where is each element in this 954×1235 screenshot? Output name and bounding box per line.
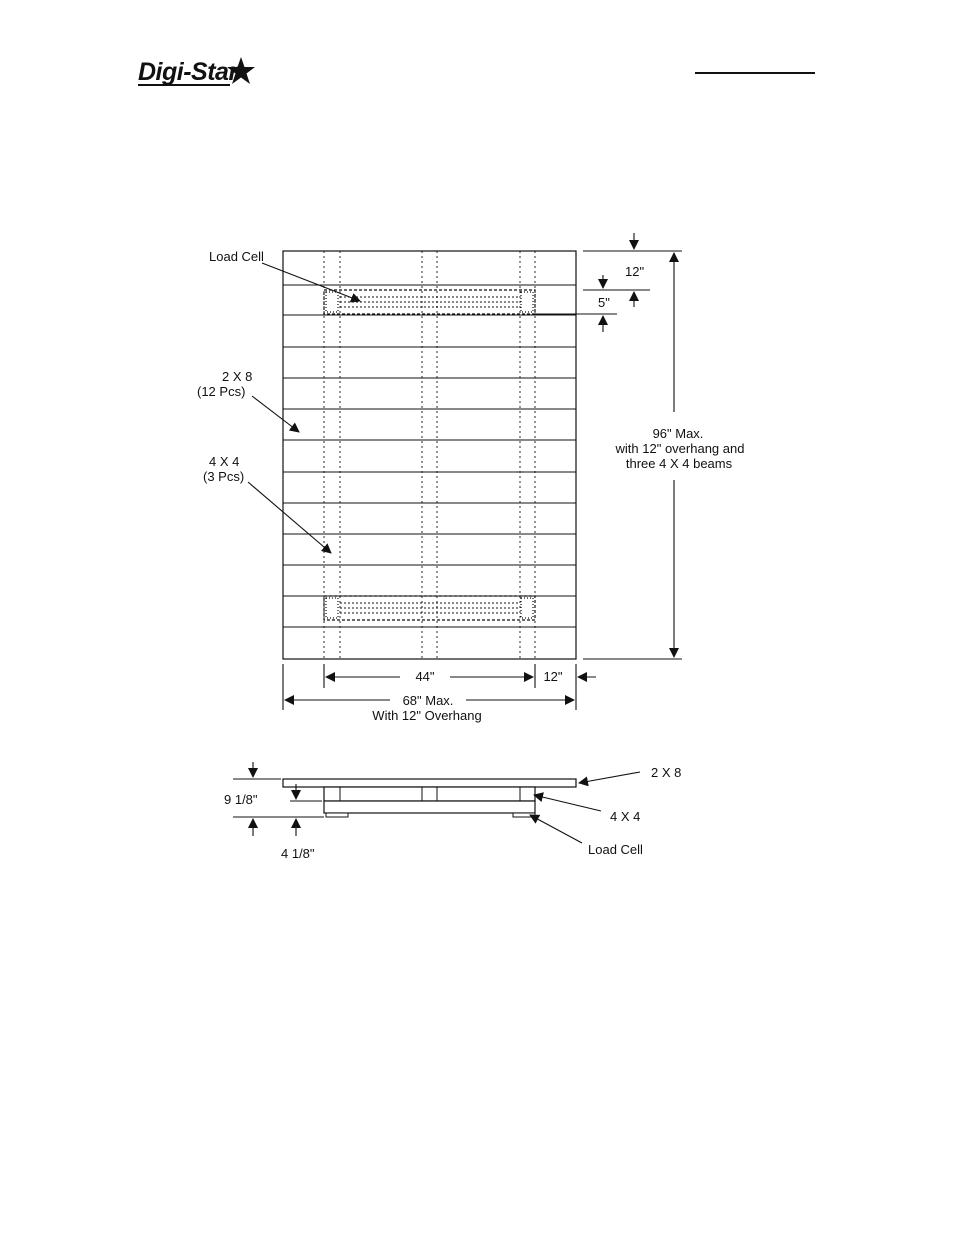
dim-side-overhang-text: 12" xyxy=(543,669,562,684)
side-beam xyxy=(323,786,536,802)
side-boards-leader xyxy=(578,771,641,787)
dim-width-line1: 68" Max. xyxy=(403,693,454,708)
load-cell-bar-bottom xyxy=(323,595,536,621)
dim-cell-height-text: 4 1/8" xyxy=(281,846,315,861)
logo-text: Digi-Star xyxy=(138,58,238,86)
dim-cell-offset-text: 5" xyxy=(598,295,610,310)
boards-label-line2: (12 Pcs) xyxy=(197,384,245,399)
dim-cell-offset xyxy=(535,275,617,332)
side-load-cell-left xyxy=(325,812,349,818)
side-load-cell-leader xyxy=(529,814,583,844)
dim-top-overhang-text: 12" xyxy=(625,264,644,279)
hidden-beams xyxy=(323,251,536,659)
beams-leader xyxy=(247,481,332,554)
side-base-rail xyxy=(323,800,536,814)
dim-side-heights xyxy=(233,762,324,836)
dim-width-line2: With 12" Overhang xyxy=(372,708,481,723)
dim-length-line1: 96" Max. xyxy=(653,426,704,441)
side-view: 2 X 8 4 X 4 Load Cell 9 1/8" 4 1/8" xyxy=(224,762,681,861)
side-boards-label: 2 X 8 xyxy=(651,765,681,780)
load-cell-label: Load Cell xyxy=(209,249,264,264)
dim-length xyxy=(583,252,682,660)
dim-total-height-text: 9 1/8" xyxy=(224,792,258,807)
side-beams-label: 4 X 4 xyxy=(610,809,640,824)
side-deck-board xyxy=(282,778,577,788)
logo-underline xyxy=(138,84,230,86)
star-icon xyxy=(227,57,255,84)
side-load-cell-label: Load Cell xyxy=(588,842,643,857)
boards-label-line1: 2 X 8 xyxy=(222,369,252,384)
dim-beam-span-text: 44" xyxy=(415,669,434,684)
dim-length-line2: with 12" overhang and xyxy=(615,441,745,456)
side-beams-leader xyxy=(533,792,602,812)
dim-top-overhang xyxy=(583,233,682,307)
boards-leader xyxy=(251,395,300,433)
beams-label-line2: (3 Pcs) xyxy=(203,469,244,484)
load-cell-bar-top xyxy=(323,289,536,315)
deck-outline xyxy=(282,250,577,660)
top-view: Load Cell 2 X 8 (12 Pcs) 4 X 4 (3 Pcs) 1… xyxy=(197,233,744,723)
header-rule xyxy=(695,72,815,74)
digi-star-logo: Digi-Star xyxy=(138,58,238,86)
board-separators xyxy=(283,284,576,628)
load-cell-leader xyxy=(261,262,361,303)
beams-label-line1: 4 X 4 xyxy=(209,454,239,469)
dim-length-line3: three 4 X 4 beams xyxy=(626,456,733,471)
dim-beam-span xyxy=(282,664,596,710)
